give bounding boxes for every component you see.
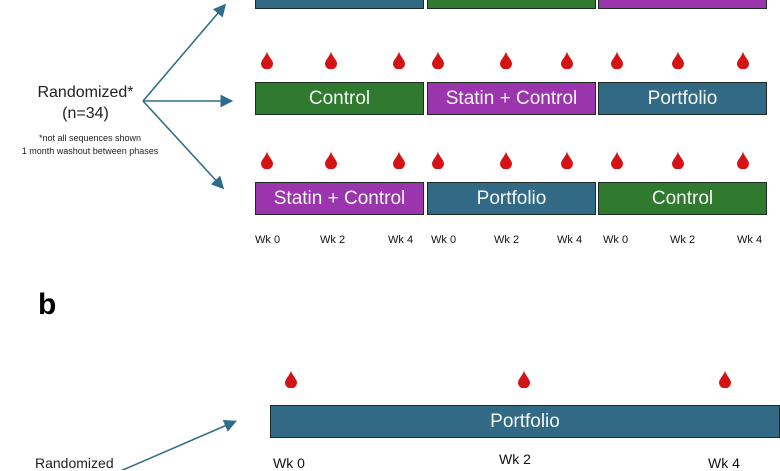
blood-drop-icon [393,151,405,170]
phase-control: Control [255,82,424,115]
phase-statin [598,0,767,9]
week-label: Wk 4 [708,455,740,471]
week-label: Wk 4 [557,234,583,246]
phase-control: Control [598,182,767,215]
week-label: Wk 0 [603,234,629,246]
blood-drop-icon [432,151,444,170]
week-label: Wk 4 [737,234,763,246]
footnote-1: *not all sequences shown [38,133,142,143]
blood-drop-icon [393,51,405,70]
randomized-label-b: Randomized [35,455,114,471]
blood-drop-icon [261,151,273,170]
randomized-label: Randomized* [37,84,134,101]
week-label: Wk 2 [320,234,346,246]
phase-control [427,0,596,9]
phase-portfolio: Portfolio [598,82,767,115]
blood-drop-icon [432,51,444,70]
week-label: Wk 2 [494,234,520,246]
phase-statin: Statin + Control [427,82,596,115]
week-label: Wk 2 [670,234,696,246]
blood-drop-icon [611,51,623,70]
n-label: (n=34) [62,105,109,122]
blood-drop-icon [325,151,337,170]
portfolio-bar: Portfolio [270,405,780,438]
blood-drop-icon [611,151,623,170]
footnote-2: 1 month washout between phases [21,146,159,156]
blood-drop-icon [285,370,297,389]
week-label: Wk 0 [255,234,281,246]
panel-letter-b: b [38,288,57,321]
blood-drop-icon [500,151,512,170]
week-label: Wk 0 [431,234,457,246]
blood-drop-icon [737,51,749,70]
blood-drop-icon [325,51,337,70]
blood-drop-icon [500,51,512,70]
arrow-panel-b [120,419,237,470]
blood-drop-icon [561,151,573,170]
week-label: Wk 0 [273,455,305,471]
blood-drop-icon [719,370,731,389]
phase-portfolio [255,0,424,9]
week-label: Wk 4 [388,234,414,246]
blood-drop-icon [737,151,749,170]
blood-drop-icon [561,51,573,70]
arrow-row-1 [142,3,227,102]
phase-portfolio: Portfolio [427,182,596,215]
week-label: Wk 2 [499,451,531,467]
arrow-row-3 [142,100,225,190]
blood-drop-icon [672,151,684,170]
blood-drop-icon [261,51,273,70]
blood-drop-icon [672,51,684,70]
blood-drop-icon [518,370,530,389]
phase-statin: Statin + Control [255,182,424,215]
